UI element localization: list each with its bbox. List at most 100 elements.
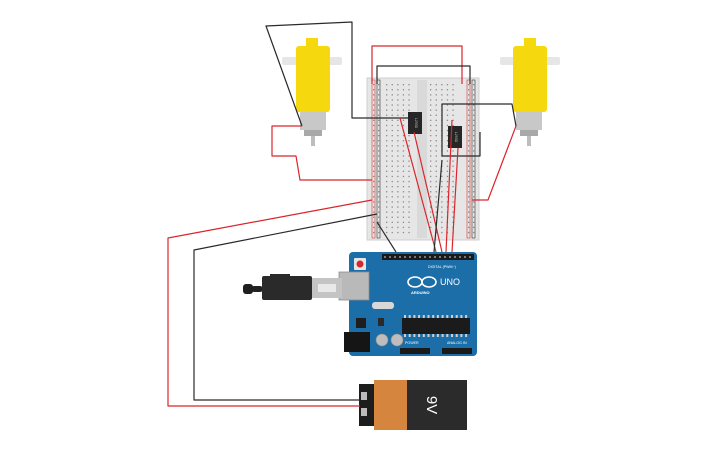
- hole: [391, 124, 393, 127]
- hole: [468, 226, 470, 229]
- hole: [391, 129, 393, 132]
- hole: [446, 334, 449, 337]
- hole: [386, 114, 388, 116]
- hole: [391, 155, 393, 157]
- hole: [373, 145, 375, 147]
- wire-red-signal-3: [445, 119, 453, 253]
- arduino-uno-board[interactable]: UNO ARDUINO DIGITAL (PWM~) POWER ANALOG …: [338, 252, 477, 356]
- battery-9v[interactable]: 9V: [359, 380, 467, 430]
- hole: [439, 256, 441, 258]
- usb-cable[interactable]: [243, 274, 342, 300]
- hole: [397, 119, 399, 121]
- analog-header-label: ANALOG IN: [447, 341, 467, 345]
- digital-pin-header[interactable]: [384, 256, 471, 258]
- hole: [460, 334, 463, 337]
- hole: [451, 315, 453, 318]
- hole: [378, 155, 380, 157]
- hole: [373, 165, 375, 167]
- hole: [452, 84, 454, 86]
- hole: [452, 175, 454, 178]
- left-gear-motor[interactable]: [282, 38, 342, 146]
- wires[interactable]: [167, 21, 517, 407]
- hole: [378, 191, 380, 193]
- hole: [391, 89, 393, 91]
- hole: [397, 206, 399, 208]
- hole: [402, 226, 405, 229]
- hole: [402, 119, 405, 121]
- hole: [386, 216, 388, 218]
- hole: [378, 165, 380, 167]
- hole: [391, 180, 393, 183]
- hole: [441, 170, 443, 172]
- wire-red-right-motor: [472, 125, 517, 201]
- hole: [402, 211, 405, 213]
- hole: [408, 140, 410, 142]
- hole: [434, 256, 436, 258]
- hole: [373, 206, 375, 208]
- hole: [452, 99, 454, 101]
- hole: [473, 196, 475, 198]
- hole: [373, 211, 375, 213]
- hole: [378, 99, 380, 101]
- hole: [473, 191, 475, 193]
- hole: [436, 334, 439, 337]
- hole: [435, 165, 437, 167]
- hole: [378, 211, 380, 213]
- hole: [373, 124, 375, 127]
- hole: [397, 114, 399, 116]
- hole: [386, 124, 388, 127]
- hole: [386, 211, 388, 213]
- hole: [473, 104, 475, 106]
- hole: [427, 315, 430, 318]
- hole: [446, 94, 449, 96]
- hole: [391, 119, 393, 121]
- hole: [397, 175, 399, 178]
- hole: [449, 256, 451, 258]
- hole: [391, 109, 393, 111]
- hole: [441, 196, 443, 198]
- hole: [435, 99, 437, 101]
- hole: [446, 135, 449, 137]
- hole: [402, 135, 405, 137]
- hole: [435, 170, 437, 172]
- hole: [378, 89, 380, 91]
- hole: [452, 119, 454, 121]
- hole: [391, 140, 393, 142]
- hole: [397, 160, 399, 162]
- hole: [430, 135, 432, 137]
- hole: [435, 140, 437, 142]
- motor-driver-ic-2[interactable]: L293D: [448, 126, 462, 148]
- hole: [452, 180, 454, 183]
- hole: [435, 180, 437, 183]
- hole: [391, 201, 393, 203]
- hole: [452, 124, 454, 127]
- motor-driver-ic-1[interactable]: L293D: [408, 112, 422, 134]
- hole: [408, 170, 410, 172]
- hole: [473, 186, 475, 188]
- hole: [430, 94, 432, 96]
- reset-button[interactable]: [356, 260, 364, 268]
- hole: [386, 94, 388, 96]
- hole: [446, 201, 449, 203]
- hole: [391, 170, 393, 172]
- hole: [452, 186, 454, 188]
- power-jack[interactable]: [344, 332, 370, 352]
- wire-black-right-motor: [441, 103, 517, 157]
- hole: [397, 99, 399, 101]
- hole: [386, 221, 388, 223]
- hole: [468, 221, 470, 223]
- hole: [397, 226, 399, 229]
- usb-socket[interactable]: [338, 271, 370, 301]
- hole: [430, 114, 432, 116]
- hole: [402, 170, 405, 172]
- hole: [454, 256, 456, 258]
- hole: [408, 201, 410, 203]
- arduino-model-label: UNO: [440, 277, 460, 287]
- hole: [408, 334, 411, 337]
- hole: [373, 175, 375, 178]
- right-gear-motor[interactable]: [500, 38, 560, 146]
- hole: [408, 196, 410, 198]
- breadboard[interactable]: [366, 77, 480, 241]
- hole: [446, 129, 449, 132]
- hole: [435, 124, 437, 127]
